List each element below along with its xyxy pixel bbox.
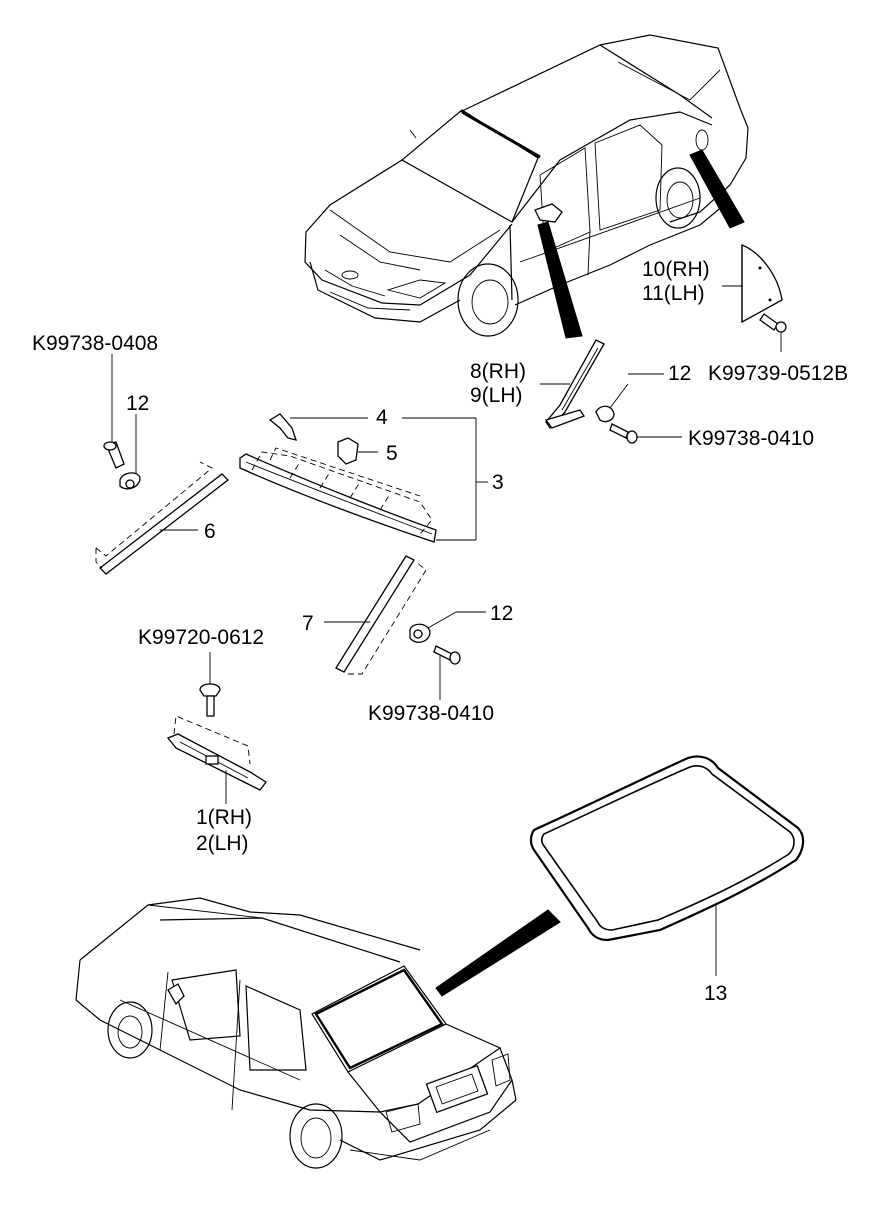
label-k99720-0612: K99720-0612 <box>138 626 264 649</box>
label-9-lh: 9(LH) <box>470 384 523 407</box>
clip-12-left <box>119 414 141 490</box>
part-10-11-quarter-glass <box>722 244 783 324</box>
label-10-rh: 10(RH) <box>642 258 710 281</box>
screw-k99738-0410-upper <box>609 423 682 444</box>
label-1-rh: 1(RH) <box>196 806 252 829</box>
screw-k99739-0512b <box>759 313 787 352</box>
label-4: 4 <box>376 406 388 429</box>
label-k99739-0512b: K99739-0512B <box>708 362 848 385</box>
part-13-rear-glass-seal <box>529 755 805 976</box>
front-car-illustration <box>304 34 749 337</box>
screw-k99738-0408 <box>103 354 125 469</box>
part-1-2-bracket <box>166 715 267 804</box>
callout-wedge-quarter <box>689 149 745 229</box>
part-5-clip <box>337 437 378 465</box>
label-k99738-0410-top: K99738-0410 <box>688 427 814 450</box>
label-12-mid: 12 <box>490 602 513 625</box>
label-11-lh: 11(LH) <box>642 282 705 305</box>
label-13: 13 <box>704 982 727 1005</box>
label-7: 7 <box>302 612 314 635</box>
label-8-rh: 8(RH) <box>470 360 526 383</box>
screw-k99720-0612 <box>199 652 221 717</box>
label-6: 6 <box>204 520 216 543</box>
screw-k99738-0410-mid <box>433 645 461 700</box>
label-5: 5 <box>386 442 398 465</box>
label-3: 3 <box>492 471 504 494</box>
part-8-9-pillar-moulding <box>540 339 605 430</box>
part-7-moulding <box>324 555 427 675</box>
rear-car-illustration <box>75 897 517 1169</box>
label-k99738-0410-mid: K99738-0410 <box>368 702 494 725</box>
callout-wedge-pillar <box>537 221 583 339</box>
clip-12-mid <box>409 611 486 643</box>
label-12-left: 12 <box>126 392 149 415</box>
clip-12-upper <box>595 373 664 423</box>
part-6-moulding <box>95 461 229 575</box>
label-2-lh: 2(LH) <box>196 832 249 855</box>
bracket-3-4 <box>402 417 488 540</box>
label-12-right: 12 <box>668 362 691 385</box>
part-3-moulding <box>239 447 476 543</box>
label-k99738-0408: K99738-0408 <box>32 332 158 355</box>
part-4-clip <box>268 413 368 441</box>
callout-wedge-rear-glass <box>435 909 561 997</box>
